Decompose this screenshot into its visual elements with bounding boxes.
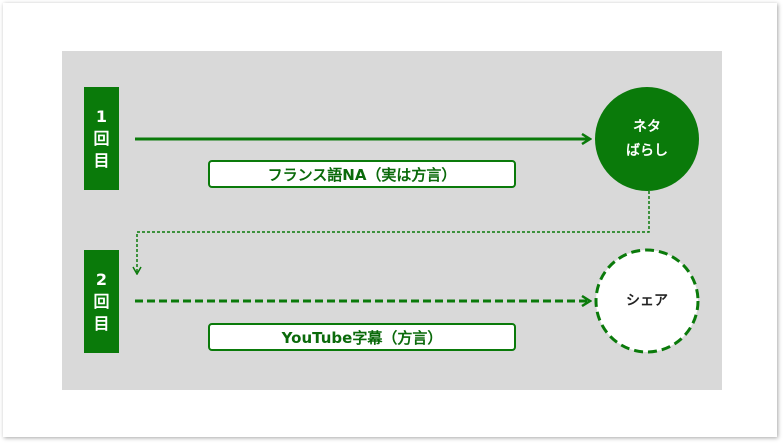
row1-label-char: 1 [95, 106, 108, 126]
row2-label-char: 回 [93, 291, 110, 311]
row2-label-char: 2 [95, 269, 108, 289]
circle-share-line: シェア [626, 293, 668, 309]
row1-caption-box: フランス語NA（実は方言） [208, 160, 516, 188]
row1-label: 1 回 目 [84, 87, 119, 190]
circle-share-text: シェア [597, 289, 697, 313]
row2-label: 2 回 目 [84, 250, 119, 353]
circle-reveal-line: ばらし [626, 143, 668, 159]
circle-reveal-line: ネタ [633, 119, 661, 135]
row2-label-char: 目 [93, 313, 110, 333]
row1-label-char: 回 [93, 128, 110, 148]
row1-label-char: 目 [93, 150, 110, 170]
connector-dotted [137, 191, 650, 273]
row2-caption-box: YouTube字幕（方言） [208, 323, 516, 351]
circle-share [594, 248, 700, 354]
circle-reveal [595, 87, 699, 191]
circle-reveal-text: ネタ ばらし [597, 115, 697, 163]
